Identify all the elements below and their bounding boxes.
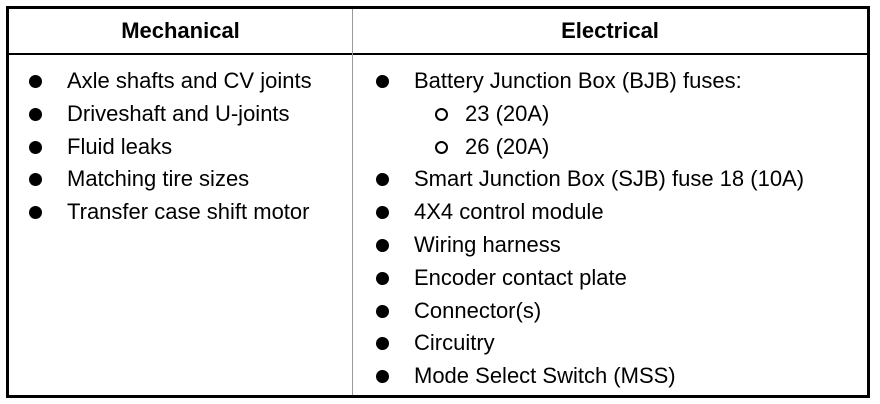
bullet-icon bbox=[376, 238, 389, 252]
list-item-text: Connector(s) bbox=[414, 297, 542, 323]
sub-list-item-text: 26 (20A) bbox=[465, 133, 550, 159]
bullet-icon bbox=[376, 370, 389, 384]
list-item-text: Matching tire sizes bbox=[67, 166, 250, 192]
list-item-text: Axle shafts and CV joints bbox=[67, 68, 312, 93]
list-item-text: Battery Junction Box (BJB) fuses: bbox=[414, 68, 742, 93]
list-item-text: Mode Select Switch (MSS) bbox=[414, 363, 676, 389]
list-item-text: Wiring harness bbox=[414, 231, 561, 257]
bullet-icon bbox=[29, 206, 42, 220]
bullet-icon bbox=[29, 140, 42, 154]
sub-list-item-text: 23 (20A) bbox=[465, 100, 550, 126]
bullet-icon bbox=[29, 75, 42, 88]
bullet-icon bbox=[376, 75, 389, 88]
list-item-text: Driveshaft and U-joints bbox=[67, 100, 290, 126]
bullet-icon bbox=[29, 107, 42, 121]
bullet-icon bbox=[29, 173, 42, 187]
list-item-text: 4X4 control module bbox=[414, 199, 604, 225]
bullet-icon bbox=[376, 206, 389, 220]
list-item-text: Transfer case shift motor bbox=[67, 199, 310, 225]
list-item-text: Circuitry bbox=[414, 330, 495, 356]
hollow-bullet-icon bbox=[435, 140, 448, 154]
header-electrical: Electrical bbox=[561, 18, 659, 43]
column-divider bbox=[352, 9, 353, 395]
bullet-icon bbox=[376, 304, 389, 318]
bullet-icon bbox=[376, 173, 389, 187]
inspection-table: Mechanical Electrical Axle shafts and CV… bbox=[6, 6, 870, 398]
bullet-icon bbox=[376, 271, 389, 285]
list-item-text: Smart Junction Box (SJB) fuse 18 (10A) bbox=[414, 166, 805, 192]
hollow-bullet-icon bbox=[435, 107, 448, 121]
header-mechanical: Mechanical bbox=[121, 18, 240, 43]
table-header-row: Mechanical Electrical bbox=[9, 9, 867, 55]
bullet-icon bbox=[376, 337, 389, 351]
list-item-text: Encoder contact plate bbox=[414, 264, 627, 290]
list-item-text: Fluid leaks bbox=[67, 133, 173, 159]
